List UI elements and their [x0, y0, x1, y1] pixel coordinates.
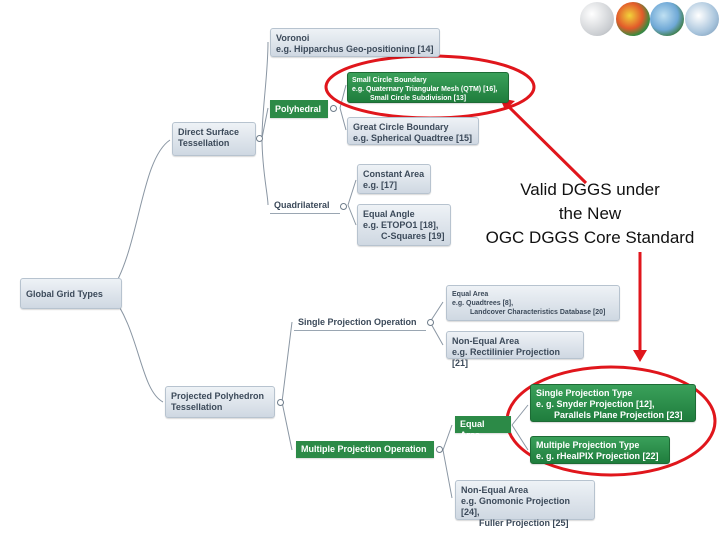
dggs-annotation: Valid DGGS under the New OGC DGGS Core S…	[462, 178, 718, 250]
single-projection-type-node[interactable]: Single Projection Type e. g. Snyder Proj…	[530, 384, 696, 422]
earth-globe-icon	[650, 2, 684, 36]
equal-angle-node[interactable]: Equal Angle e.g. ETOPO1 [18], C-Squares …	[357, 204, 451, 246]
constant-area-node[interactable]: Constant Area e.g. [17]	[357, 164, 431, 194]
mp-non-equal-title: Non-Equal Area	[461, 485, 529, 495]
multi-proj-type-title: Multiple Projection Type	[536, 440, 640, 450]
root-label: Global Grid Types	[26, 289, 103, 299]
small-circle-title: Small Circle Boundary	[352, 77, 427, 84]
single-proj-type-title: Single Projection Type	[536, 388, 633, 398]
quadrilateral-node[interactable]: Quadrilateral	[270, 198, 340, 214]
sp-equal-area-title: Equal Area	[452, 291, 489, 298]
collapse-icon[interactable]	[427, 319, 434, 326]
great-circle-node[interactable]: Great Circle Boundary e.g. Spherical Qua…	[347, 117, 479, 145]
grid-globe-icon	[580, 2, 614, 36]
mp-non-equal-area-node[interactable]: Non-Equal Area e.g. Gnomonic Projection …	[455, 480, 595, 528]
projected-polyhedron-node[interactable]: Projected Polyhedron Tessellation	[165, 386, 275, 418]
sp-non-equal-area-node[interactable]: Non-Equal Area e.g. Rectilinier Projecti…	[446, 331, 584, 368]
polyhedral-node[interactable]: Polyhedral	[270, 100, 328, 118]
small-circle-node[interactable]: Small Circle Boundary e.g. Quaternary Tr…	[347, 72, 509, 103]
annotation-line2: the New	[558, 204, 622, 223]
equal-angle-line1: e.g. ETOPO1 [18],	[363, 220, 439, 230]
root-node[interactable]: Global Grid Types	[20, 278, 122, 309]
equal-angle-title: Equal Angle	[363, 209, 415, 219]
sp-equal-area-node[interactable]: Equal Area e.g. Quadtrees [8], Landcover…	[446, 285, 620, 321]
collapse-icon[interactable]	[436, 446, 443, 453]
mp-non-equal-line1: e.g. Gnomonic Projection [24],	[461, 496, 571, 517]
collapse-icon[interactable]	[330, 105, 337, 112]
annotation-line3: OGC DGGS Core Standard	[485, 228, 695, 247]
multiple-projection-type-node[interactable]: Multiple Projection Type e. g. rHealPIX …	[530, 436, 670, 464]
polyhedral-label: Polyhedral	[275, 104, 322, 114]
mp-equal-area-node[interactable]: Equal Area	[455, 416, 511, 440]
multiple-projection-op-node[interactable]: Multiple Projection Operation	[296, 441, 434, 458]
single-projection-op-label: Single Projection Operation	[298, 317, 417, 327]
blue-globe-icon	[685, 2, 719, 36]
voronoi-example: e.g. Hipparchus Geo-positioning [14]	[276, 44, 434, 54]
voronoi-node[interactable]: Voronoi e.g. Hipparchus Geo-positioning …	[270, 28, 440, 57]
sp-non-equal-title: Non-Equal Area	[452, 336, 520, 346]
constant-area-example: e.g. [17]	[363, 180, 398, 190]
collapse-icon[interactable]	[256, 135, 263, 142]
direct-surface-label: Direct Surface Tessellation	[178, 127, 240, 148]
single-proj-type-line1: e. g. Snyder Projection [12],	[536, 399, 655, 409]
projected-polyhedron-label: Projected Polyhedron Tessellation	[171, 391, 265, 412]
voronoi-title: Voronoi	[276, 33, 310, 43]
mp-non-equal-line2: Fuller Projection [25]	[479, 518, 569, 528]
equal-angle-line2: C-Squares [19]	[381, 231, 445, 241]
multiple-projection-op-label: Multiple Projection Operation	[301, 444, 427, 454]
small-circle-line2: Small Circle Subdivision [13]	[370, 95, 467, 102]
single-proj-type-line2: Parallels Plane Projection [23]	[554, 410, 683, 420]
mp-equal-area-label: Equal Area	[460, 419, 485, 440]
collapse-icon[interactable]	[340, 203, 347, 210]
annotation-line1: Valid DGGS under	[520, 180, 660, 199]
constant-area-title: Constant Area	[363, 169, 425, 179]
collapse-icon[interactable]	[277, 399, 284, 406]
direct-surface-node[interactable]: Direct Surface Tessellation	[172, 122, 256, 156]
single-projection-op-node[interactable]: Single Projection Operation	[294, 315, 426, 331]
small-circle-line1: e.g. Quaternary Triangular Mesh (QTM) [1…	[352, 86, 498, 93]
great-circle-title: Great Circle Boundary	[353, 122, 449, 132]
sp-equal-area-line1: e.g. Quadtrees [8],	[452, 300, 514, 307]
sp-non-equal-example: e.g. Rectilinier Projection [21]	[452, 347, 561, 368]
multi-proj-type-line1: e. g. rHealPIX Projection [22]	[536, 451, 659, 461]
quadrilateral-label: Quadrilateral	[274, 200, 330, 210]
great-circle-example: e.g. Spherical Quadtree [15]	[353, 133, 473, 143]
sp-equal-area-line2: Landcover Characteristics Database [20]	[470, 309, 606, 316]
color-globe-icon	[616, 2, 650, 36]
